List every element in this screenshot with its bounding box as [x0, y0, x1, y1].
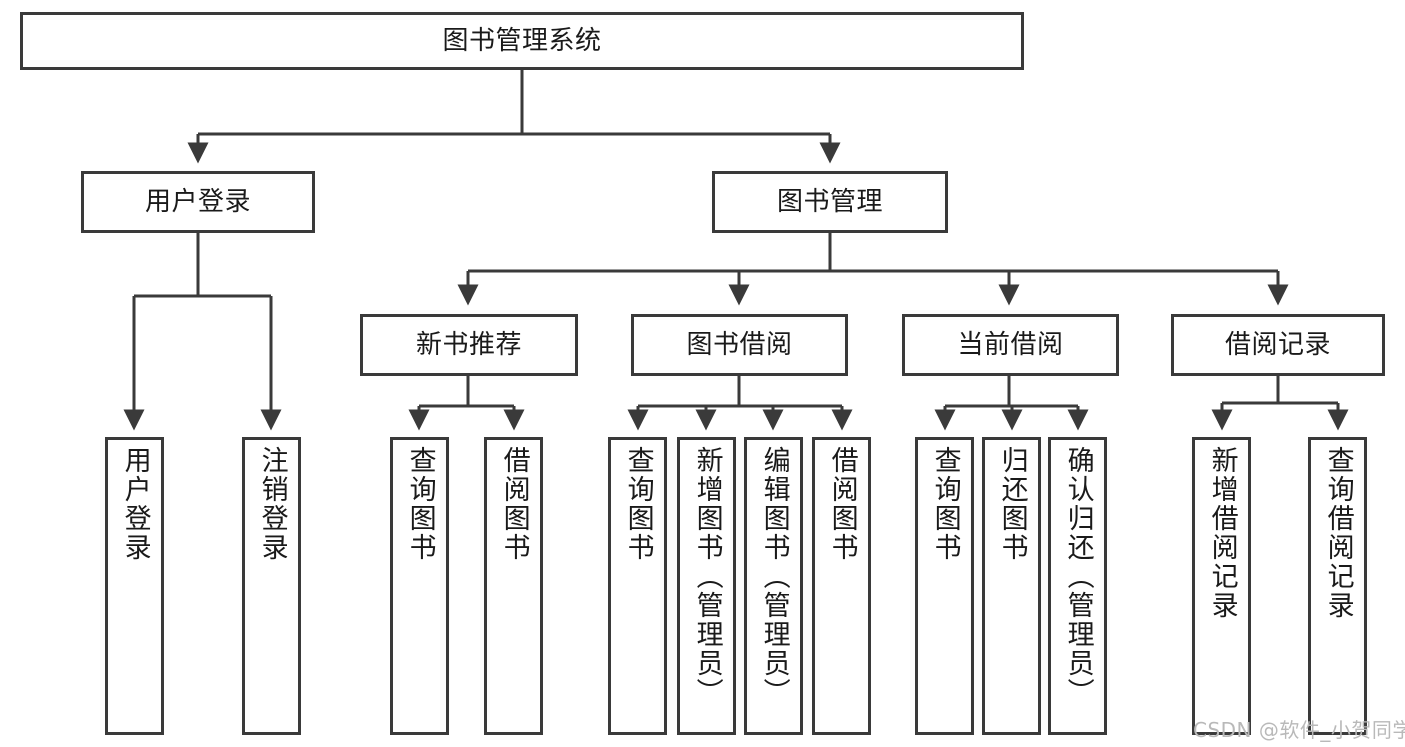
node-new-book-recommend-label: 新书推荐	[415, 329, 522, 360]
node-leaf-bookborrow-borrow-book[interactable]: 借阅图书	[812, 437, 871, 735]
node-leaf-add-book-admin-label: 新增图书（管理员）	[691, 446, 723, 707]
node-leaf-edit-book-admin[interactable]: 编辑图书（管理员）	[744, 437, 803, 735]
node-user-login-label: 用户登录	[144, 186, 251, 217]
node-leaf-bookborrow-query-book-label: 查询图书	[622, 446, 654, 562]
node-leaf-edit-book-admin-label: 编辑图书（管理员）	[758, 446, 790, 707]
node-leaf-add-book-admin[interactable]: 新增图书（管理员）	[677, 437, 736, 735]
node-current-borrow[interactable]: 当前借阅	[902, 314, 1119, 376]
node-leaf-user-login-label: 用户登录	[119, 446, 151, 562]
node-leaf-newbook-query-book[interactable]: 查询图书	[390, 437, 449, 735]
node-user-login[interactable]: 用户登录	[81, 171, 315, 233]
node-leaf-query-borrow-record[interactable]: 查询借阅记录	[1308, 437, 1367, 735]
node-leaf-currentborrow-query-book[interactable]: 查询图书	[915, 437, 974, 735]
node-book-borrow-label: 图书借阅	[686, 329, 793, 360]
node-book-manage[interactable]: 图书管理	[712, 171, 948, 233]
node-leaf-return-book[interactable]: 归还图书	[982, 437, 1041, 735]
node-leaf-add-borrow-record[interactable]: 新增借阅记录	[1192, 437, 1251, 735]
node-leaf-newbook-query-book-label: 查询图书	[404, 446, 436, 562]
node-leaf-newbook-borrow-book-label: 借阅图书	[498, 446, 530, 562]
node-current-borrow-label: 当前借阅	[957, 329, 1064, 360]
node-borrow-record-label: 借阅记录	[1224, 329, 1331, 360]
node-leaf-bookborrow-query-book[interactable]: 查询图书	[608, 437, 667, 735]
node-book-borrow[interactable]: 图书借阅	[631, 314, 848, 376]
node-root[interactable]: 图书管理系统	[20, 12, 1024, 70]
node-leaf-bookborrow-borrow-book-label: 借阅图书	[826, 446, 858, 562]
node-leaf-confirm-return-admin-label: 确认归还（管理员）	[1062, 446, 1094, 707]
node-leaf-return-book-label: 归还图书	[996, 446, 1028, 562]
node-root-label: 图书管理系统	[442, 25, 602, 56]
node-leaf-add-borrow-record-label: 新增借阅记录	[1206, 446, 1238, 620]
node-borrow-record[interactable]: 借阅记录	[1171, 314, 1385, 376]
node-leaf-logout[interactable]: 注销登录	[242, 437, 301, 735]
node-leaf-confirm-return-admin[interactable]: 确认归还（管理员）	[1048, 437, 1107, 735]
node-book-manage-label: 图书管理	[776, 186, 883, 217]
node-leaf-query-borrow-record-label: 查询借阅记录	[1322, 446, 1354, 620]
node-leaf-newbook-borrow-book[interactable]: 借阅图书	[484, 437, 543, 735]
node-new-book-recommend[interactable]: 新书推荐	[360, 314, 578, 376]
node-leaf-currentborrow-query-book-label: 查询图书	[929, 446, 961, 562]
node-leaf-user-login[interactable]: 用户登录	[105, 437, 164, 735]
node-leaf-logout-label: 注销登录	[256, 446, 288, 562]
